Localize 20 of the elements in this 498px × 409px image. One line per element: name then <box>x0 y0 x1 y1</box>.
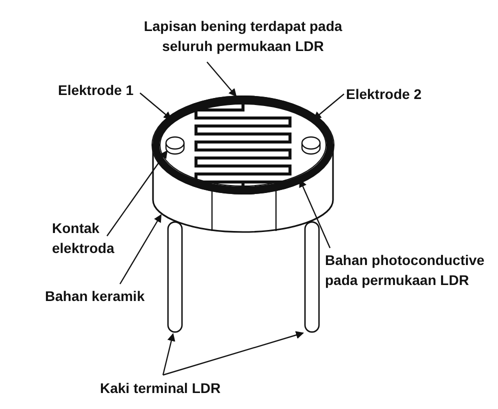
terminal-leg <box>304 221 320 333</box>
leader-arrow <box>162 331 304 376</box>
clear-coating-outline <box>152 96 334 194</box>
leader-arrow <box>119 214 162 284</box>
callout-label: Kontak elektroda <box>52 218 132 258</box>
callout-label: Bahan photoconductive pada permukaan LDR <box>325 250 495 290</box>
leader-arrow <box>299 179 331 248</box>
photoconductive-track <box>160 103 326 188</box>
callout-label: Kaki terminal LDR <box>100 378 230 398</box>
callout-label: Elektrode 2 <box>346 84 436 104</box>
leader-arrow <box>206 62 237 97</box>
contact-pad <box>165 136 185 155</box>
leader-arrow <box>313 94 344 120</box>
leader-arrow <box>106 150 168 236</box>
leader-arrow <box>162 333 176 376</box>
leader-arrow <box>140 92 172 120</box>
callout-label: Lapisan bening terdapat pada seluruh permukaan LDR <box>136 16 350 56</box>
terminal-leg <box>167 221 183 333</box>
callout-label: Bahan keramik <box>45 286 155 306</box>
callout-label: Elektrode 1 <box>58 80 148 100</box>
